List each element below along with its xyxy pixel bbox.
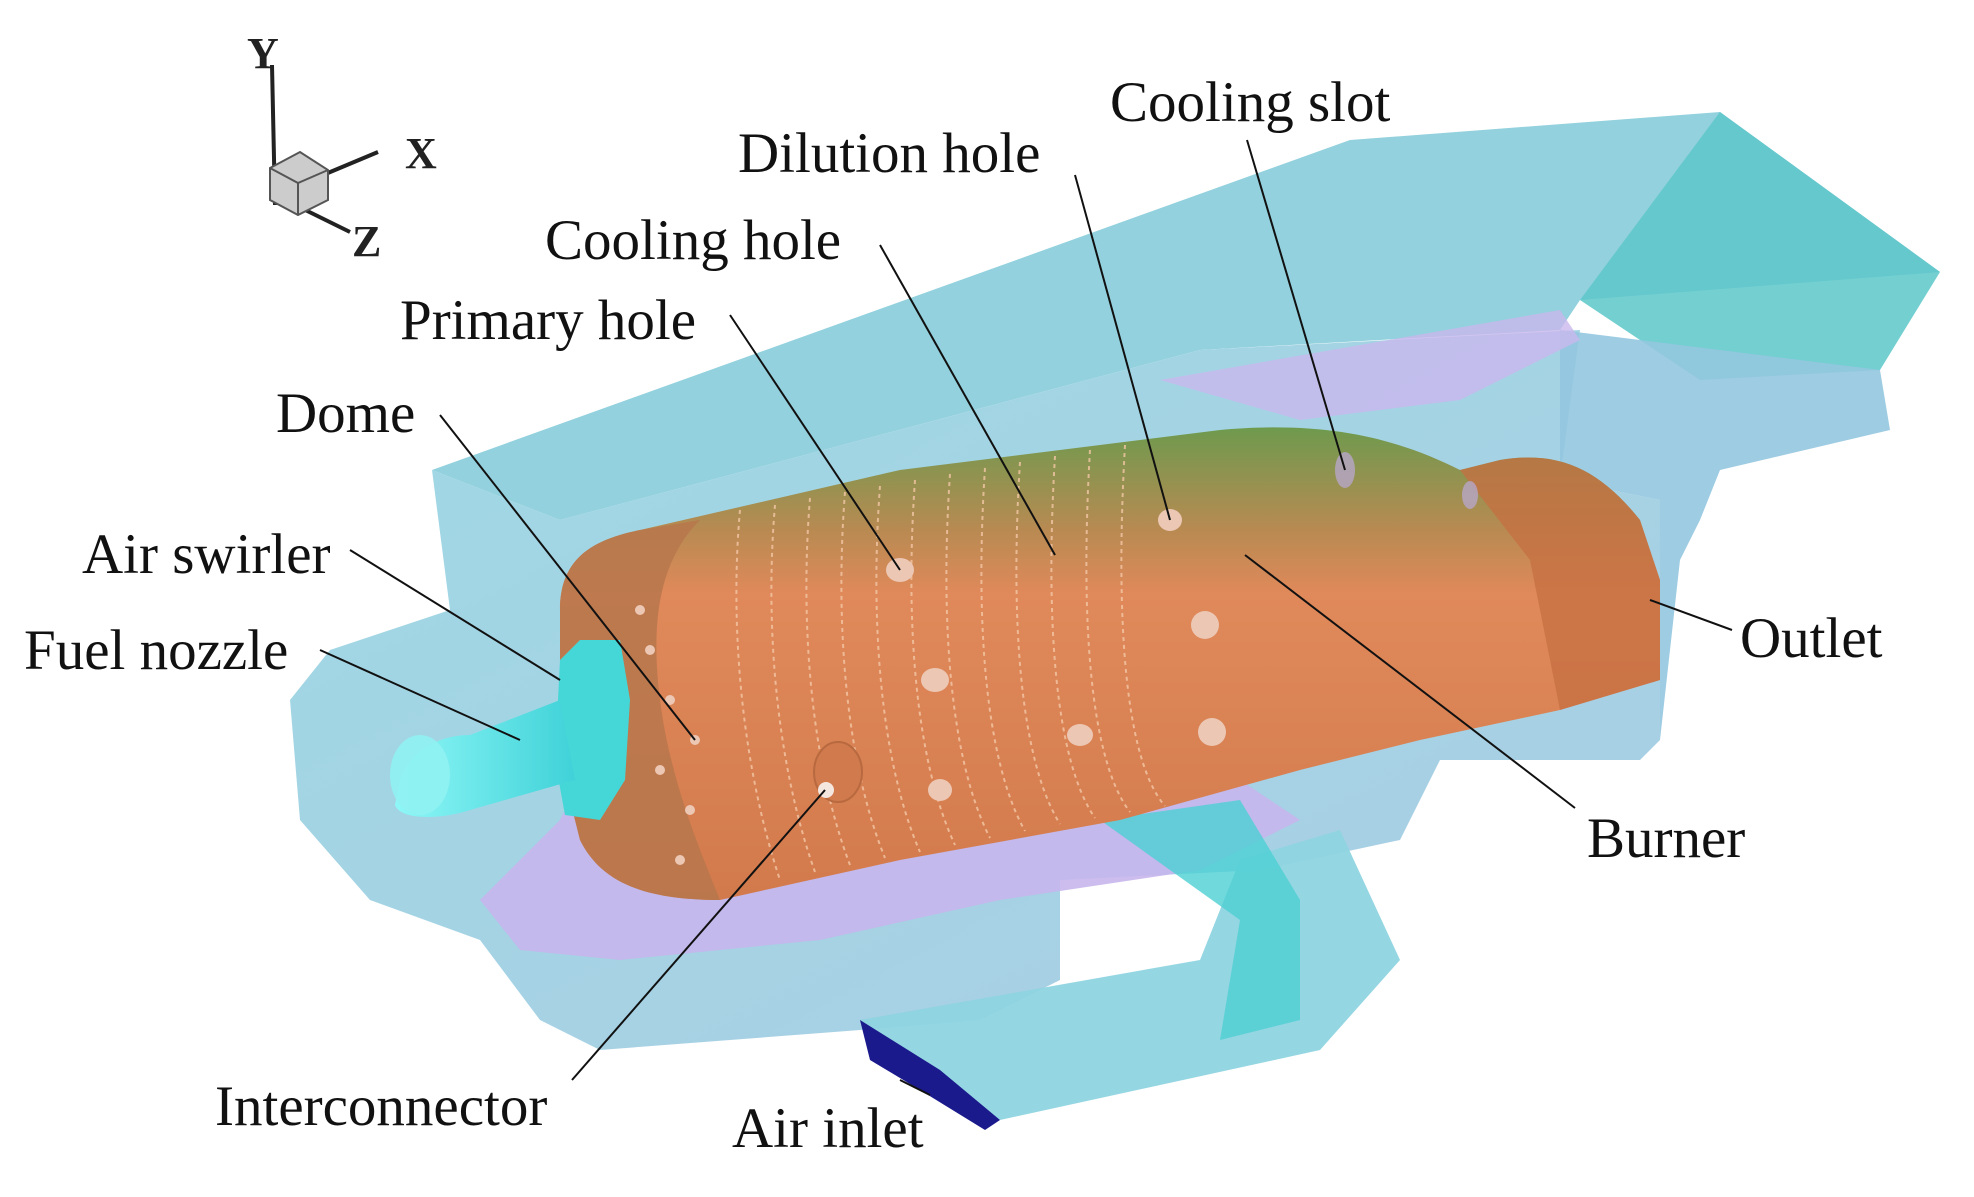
casing-outlet-duct <box>1580 112 1940 380</box>
casing-right-block <box>1560 330 1890 740</box>
fuel-nozzle-tip <box>390 735 450 815</box>
label-air-swirler: Air swirler <box>82 523 331 586</box>
label-burner: Burner <box>1587 807 1746 870</box>
label-dilution-hole: Dilution hole <box>738 122 1041 185</box>
air-inlet-lip <box>1100 800 1300 1040</box>
liner-holes <box>635 509 1226 865</box>
label-primary-hole: Primary hole <box>400 289 697 352</box>
casing-top-shell <box>432 112 1940 520</box>
label-cooling-hole: Cooling hole <box>545 209 842 272</box>
cooling-rings <box>735 444 1166 881</box>
label-fuel-nozzle: Fuel nozzle <box>24 619 289 682</box>
leader-lines <box>319 139 1733 1096</box>
air-inlet-face <box>860 1020 1000 1130</box>
interconnector-shape <box>813 741 863 803</box>
axis-cube <box>269 150 329 217</box>
axis-label-x: X <box>405 129 437 178</box>
label-dome: Dome <box>276 382 416 445</box>
axis-label-z: Z <box>352 217 382 266</box>
liner-upper-surface <box>1160 310 1580 420</box>
burner-right-shade <box>1460 457 1660 710</box>
label-interconnector: Interconnector <box>215 1075 548 1138</box>
label-air-inlet: Air inlet <box>732 1097 924 1160</box>
label-cooling-slot: Cooling slot <box>1110 71 1391 134</box>
label-outlet: Outlet <box>1740 607 1883 670</box>
axis-label-y: Y <box>247 29 279 78</box>
